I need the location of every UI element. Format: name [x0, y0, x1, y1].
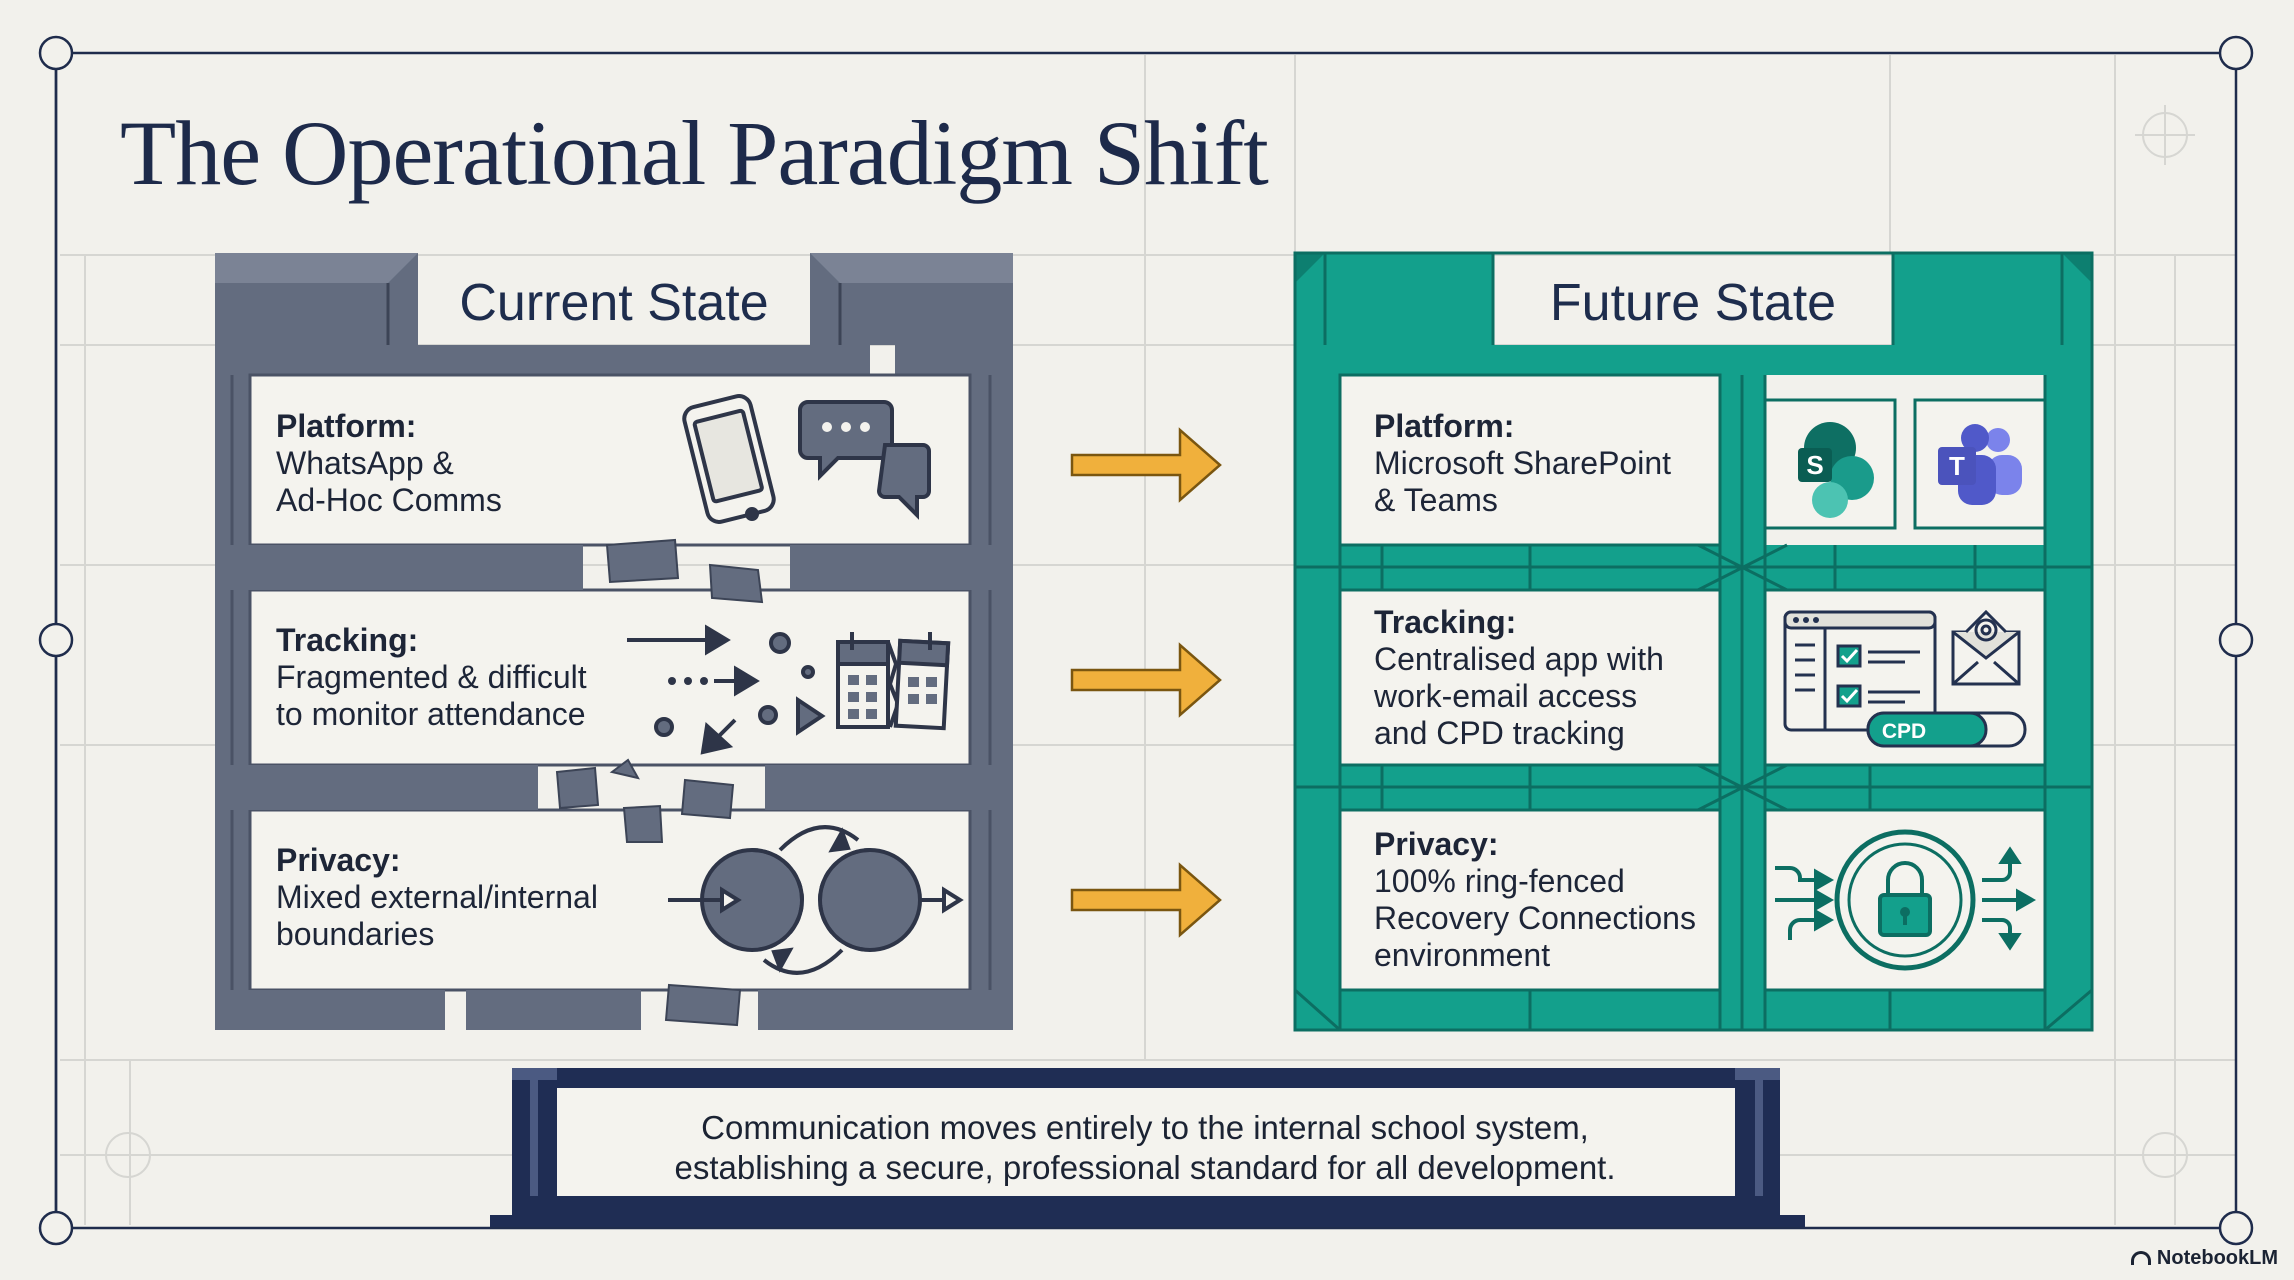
page-title: The Operational Paradigm Shift — [120, 102, 1269, 204]
future-platform-text: Microsoft SharePoint & Teams — [1374, 445, 1672, 518]
brand-watermark: NotebookLM — [2130, 1247, 2278, 1270]
bottom-summary-text: Communication moves entirely to the inte… — [674, 1109, 1616, 1186]
future-privacy-label: Privacy: — [1374, 826, 1499, 862]
current-tracking-cell: Tracking: Fragmented & difficult to moni… — [276, 622, 587, 733]
current-tracking-text: Fragmented & difficult to monitor attend… — [276, 659, 587, 732]
transition-arrows — [1070, 427, 1222, 938]
future-platform-cell: Platform: Microsoft SharePoint & Teams — [1374, 408, 1671, 519]
current-privacy-label: Privacy: — [276, 842, 401, 878]
current-state-title: Current State — [459, 274, 769, 332]
bottom-plaque-frame — [490, 1068, 1805, 1227]
future-state-title: Future State — [1549, 274, 1837, 332]
future-privacy-cell: Privacy: 100% ring-fenced Recovery Conne… — [1374, 826, 1696, 974]
current-tracking-label: Tracking: — [276, 622, 419, 658]
current-platform-cell: Platform: WhatsApp & Ad-Hoc Comms — [276, 408, 502, 519]
future-state-panel — [1293, 251, 2094, 1032]
current-platform-text: WhatsApp & Ad-Hoc Comms — [276, 445, 502, 518]
future-platform-label: Platform: — [1374, 408, 1515, 444]
future-tracking-cell: Tracking: Centralised app with work-emai… — [1374, 604, 1664, 752]
brand-name: NotebookLM — [2156, 1247, 2278, 1269]
notebooklm-logo-icon — [2130, 1251, 2151, 1265]
current-platform-label: Platform: — [276, 408, 417, 444]
current-privacy-cell: Privacy: Mixed external/internal boundar… — [276, 842, 598, 953]
future-tracking-text: Centralised app with work-email access a… — [1374, 641, 1664, 751]
current-privacy-text: Mixed external/internal boundaries — [276, 879, 598, 952]
future-privacy-text: 100% ring-fenced Recovery Connections en… — [1374, 863, 1696, 973]
frame-registration-marks — [38, 35, 2254, 1246]
future-tracking-label: Tracking: — [1374, 604, 1517, 640]
